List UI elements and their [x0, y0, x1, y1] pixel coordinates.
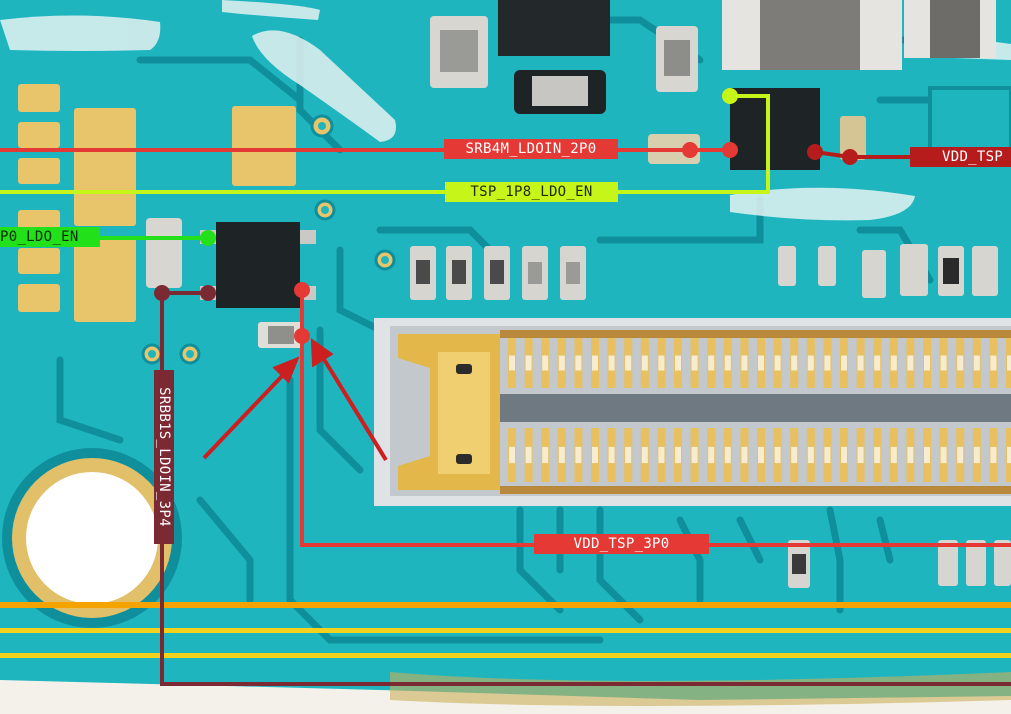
connector-pin-highlight — [641, 355, 648, 371]
connector-pin-highlight — [874, 446, 881, 464]
connector-pin-highlight — [907, 355, 914, 371]
mounting-hole — [2, 448, 182, 628]
passive-row — [410, 244, 1011, 588]
connector-pin-highlight — [824, 355, 831, 371]
connector-pin-highlight — [724, 355, 731, 371]
connector-pin-highlight — [791, 446, 798, 464]
connector-pin-highlight — [973, 446, 980, 464]
connector-pin-highlight — [525, 446, 532, 464]
arrow-head-right — [310, 338, 334, 368]
connector-pin-highlight — [774, 446, 781, 464]
connector-pin-highlight — [708, 355, 715, 371]
gold-pads-left — [18, 84, 296, 322]
connector-pin-highlight — [542, 355, 549, 371]
connector-pin-highlight — [990, 446, 997, 464]
tsp-1p8-net-line — [0, 94, 770, 194]
connector-pin-highlight — [907, 446, 914, 464]
connector-pin-highlight — [641, 446, 648, 464]
connector-pin-highlight — [575, 446, 582, 464]
connector-pin-highlight — [807, 355, 814, 371]
net-label-p0-ldo-en: P0_LDO_EN — [0, 227, 100, 247]
connector-pin-highlight — [608, 355, 615, 371]
connector-pin-highlight — [824, 446, 831, 464]
connector-pins — [508, 338, 1011, 482]
connector-pin-highlight — [857, 446, 864, 464]
silkscreen-marks — [0, 0, 1011, 221]
net-label-vdd-tsp-3p0: VDD_TSP_3P0 — [534, 534, 709, 554]
connector-pin-highlight — [625, 355, 632, 371]
board-edge-plating — [390, 672, 1011, 706]
connector-pin-highlight — [758, 355, 764, 371]
net-label-vdd-tsp-right: VDD_TSP — [910, 147, 1011, 167]
connector-pin-highlight — [957, 446, 964, 464]
connector-pin-highlight — [558, 355, 565, 371]
connector-pin-highlight — [741, 446, 748, 464]
b2b-connector — [374, 318, 1011, 506]
connector-pin-highlight — [625, 446, 632, 464]
connector-pin-highlight — [890, 446, 897, 464]
connector-pin-highlight — [1007, 355, 1011, 371]
connector-pin-highlight — [774, 355, 781, 371]
connector-pin-highlight — [542, 446, 549, 464]
net-label-srbb1s-text: SRBB1S_LDOIN_3P4 — [156, 387, 172, 527]
arrow-head-left — [272, 356, 300, 384]
connector-pin-highlight — [658, 446, 665, 464]
connector-pin-highlight — [973, 355, 980, 371]
connector-pin-highlight — [592, 355, 598, 371]
connector-pin-highlight — [1007, 446, 1011, 464]
connector-pin-highlight — [924, 355, 930, 371]
connector-pin-highlight — [509, 355, 515, 371]
connector-pin-highlight — [841, 446, 847, 464]
connector-pin-highlight — [691, 446, 698, 464]
connector-pin-highlight — [575, 355, 582, 371]
connector-pin-highlight — [957, 355, 964, 371]
net-endpoints — [154, 88, 858, 344]
net-label-srb4m-ldoin-2p0: SRB4M_LDOIN_2P0 — [444, 139, 618, 159]
connector-pin-highlight — [924, 446, 930, 464]
net-label-tsp-1p8-ldo-en: TSP_1P8_LDO_EN — [445, 182, 618, 202]
connector-pin-highlight — [841, 355, 847, 371]
connector-pin-highlight — [857, 355, 864, 371]
connector-pin-highlight — [675, 446, 681, 464]
connector-pin-highlight — [940, 355, 947, 371]
vdd-tsp-bottom-net-line — [300, 290, 1011, 547]
connector-pin-highlight — [525, 355, 532, 371]
connector-pin-highlight — [758, 446, 764, 464]
connector-pin-highlight — [708, 446, 715, 464]
pointer-arrows — [202, 338, 388, 462]
connector-pin-highlight — [592, 446, 598, 464]
connector-pin-highlight — [874, 355, 881, 371]
connector-pin-highlight — [608, 446, 615, 464]
connector-pin-highlight — [675, 355, 681, 371]
top-components — [430, 0, 1011, 170]
connector-pin-highlight — [990, 355, 997, 371]
connector-pin-highlight — [807, 446, 814, 464]
connector-pin-highlight — [658, 355, 665, 371]
via-holes — [148, 122, 389, 358]
power-rails — [0, 602, 1011, 658]
connector-pin-highlight — [940, 446, 947, 464]
connector-pin-highlight — [558, 446, 565, 464]
connector-pin-highlight — [509, 446, 515, 464]
connector-pin-highlight — [724, 446, 731, 464]
net-label-srbb1s-ldoin-3p4: SRBB1S_LDOIN_3P4 — [154, 370, 174, 544]
connector-pin-highlight — [741, 355, 748, 371]
connector-pin-highlight — [791, 355, 798, 371]
connector-pin-highlight — [890, 355, 897, 371]
connector-pin-highlight — [691, 355, 698, 371]
